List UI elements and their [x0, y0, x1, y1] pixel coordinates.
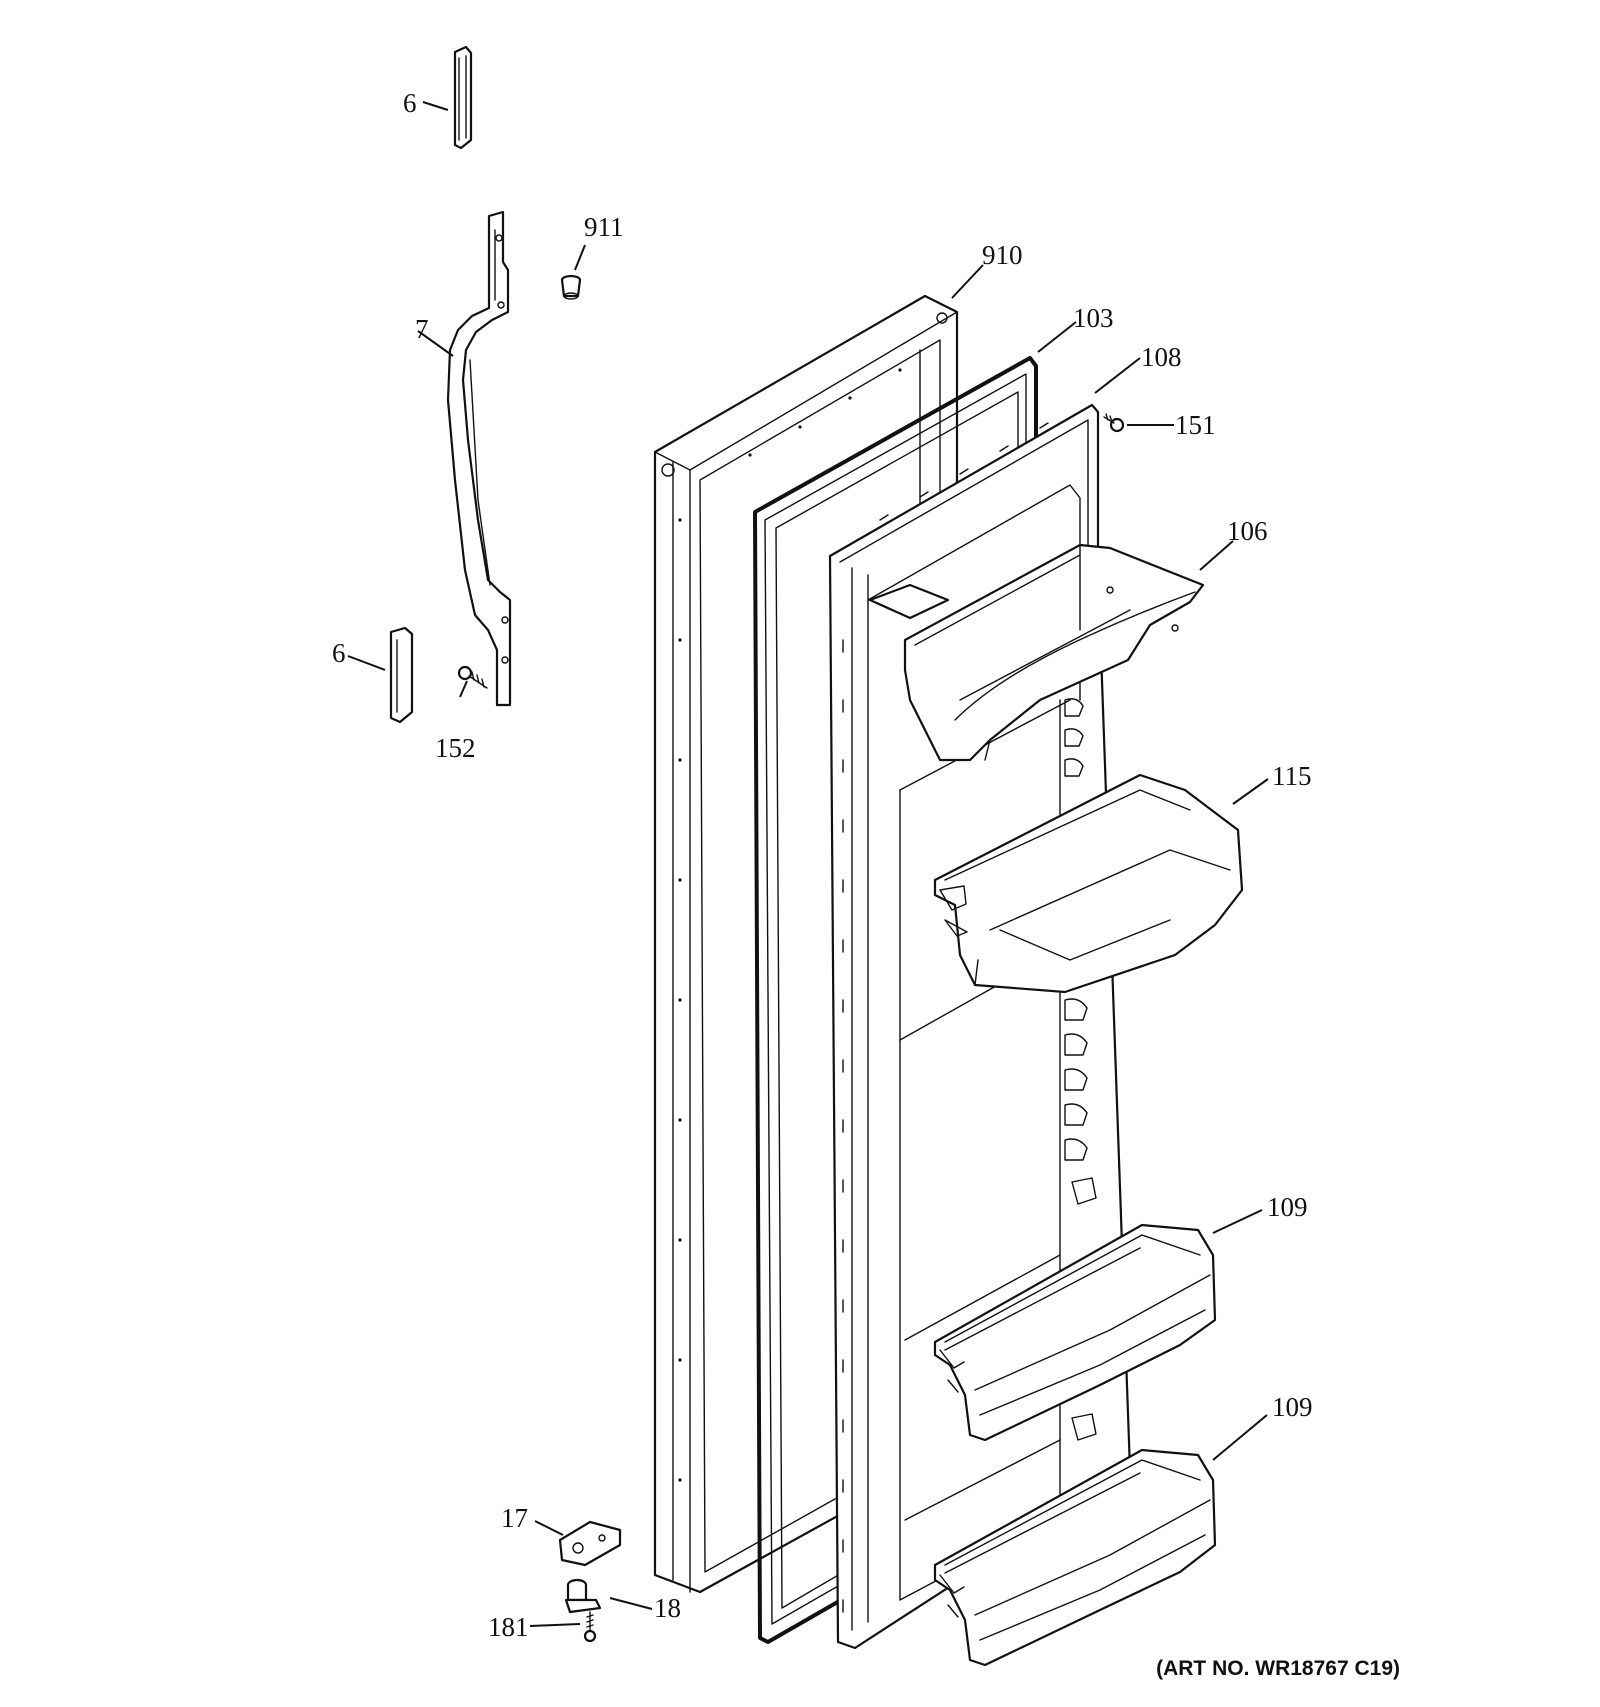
part-911-plug	[560, 274, 582, 300]
callout-17: 17	[501, 1503, 528, 1533]
part-181-screw	[583, 1611, 597, 1643]
liner-shelf-studs	[1064, 698, 1097, 1441]
part-109-door-bin-lower	[933, 1448, 1217, 1667]
part-109-door-bin-upper	[933, 1223, 1217, 1442]
part-17-hinge-plate	[558, 1520, 622, 1567]
part-6-handle-end-cap-top	[453, 45, 473, 150]
callout-910: 910	[982, 240, 1023, 270]
part-106-dairy-compartment	[868, 543, 1205, 762]
callout-leader-lines	[347, 101, 1269, 1627]
callout-106: 106	[1227, 516, 1268, 546]
part-6-handle-end-cap-bottom	[389, 626, 414, 724]
part-115-door-bin	[933, 773, 1244, 994]
callout-911: 911	[584, 212, 624, 242]
part-152-screw	[457, 665, 488, 689]
callout-18: 18	[654, 1593, 681, 1623]
callout-6-bottom: 6	[332, 638, 346, 668]
part-18-hinge-bushing	[564, 1578, 602, 1614]
callout-115: 115	[1272, 761, 1312, 791]
panel-hole-markers	[678, 368, 902, 1482]
callout-labels: 6 911 910 7 103 108 151 106 6 152 115 10…	[332, 88, 1313, 1642]
art-number-label: (ART NO. WR18767 C19)	[1156, 1657, 1400, 1680]
part-151-screw	[1103, 413, 1125, 433]
callout-151: 151	[1175, 410, 1216, 440]
callout-7: 7	[415, 314, 429, 344]
callout-181: 181	[488, 1612, 529, 1642]
callout-108: 108	[1141, 342, 1182, 372]
callout-109-lower: 109	[1272, 1392, 1313, 1422]
callout-6-top: 6	[403, 88, 417, 118]
callout-109-upper: 109	[1267, 1192, 1308, 1222]
callout-152: 152	[435, 733, 476, 763]
callout-103: 103	[1073, 303, 1114, 333]
part-7-door-handle	[446, 210, 512, 707]
